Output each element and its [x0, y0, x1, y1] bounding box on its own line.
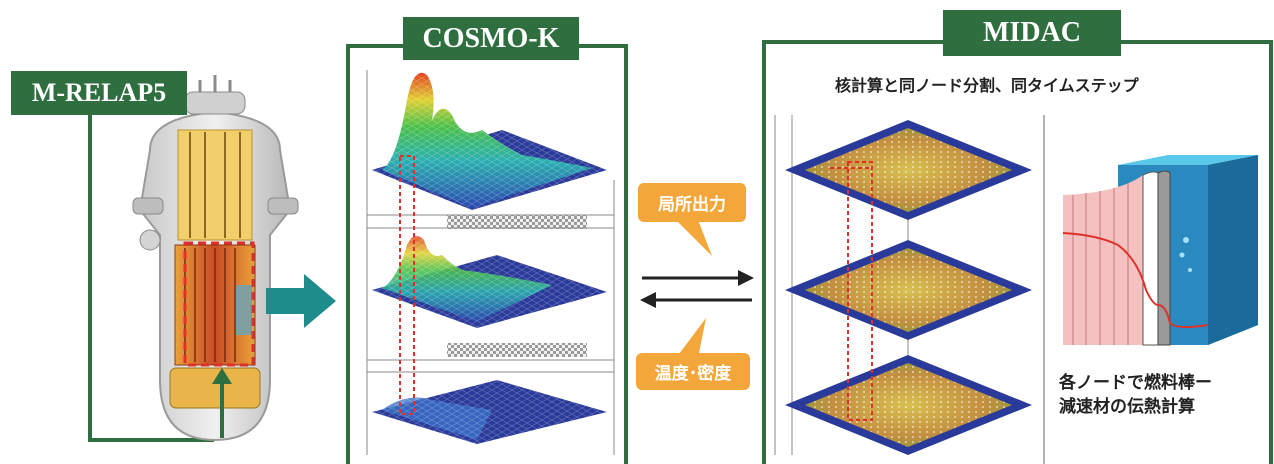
reactor-vessel-illustration: [88, 75, 299, 442]
temp-density-callout: 温度･密度: [636, 353, 750, 390]
fuel-note-line2: 減速材の伝熱計算: [1059, 397, 1195, 417]
midac-label: MIDAC: [943, 10, 1121, 56]
teal-right-arrow: [266, 274, 336, 328]
m-relap5-label: M-RELAP5: [11, 71, 187, 115]
exchange-arrows: [640, 270, 754, 308]
local-power-callout-tail: [676, 220, 712, 256]
divider-line: [1043, 115, 1045, 464]
temp-density-callout-tail: [676, 318, 706, 358]
midac-header-text: 核計算と同ノード分割、同タイムステップ: [835, 76, 1139, 95]
midac-node-layers: [774, 115, 1032, 455]
fuel-note-line1: 各ノードで燃料棒ー: [1059, 373, 1212, 393]
fuel-rod-cross-section: [1062, 155, 1258, 346]
local-power-callout: 局所出力: [638, 183, 746, 222]
cosmo-k-label: COSMO-K: [403, 17, 579, 60]
cosmo-k-3d-power-distribution: [366, 65, 615, 455]
